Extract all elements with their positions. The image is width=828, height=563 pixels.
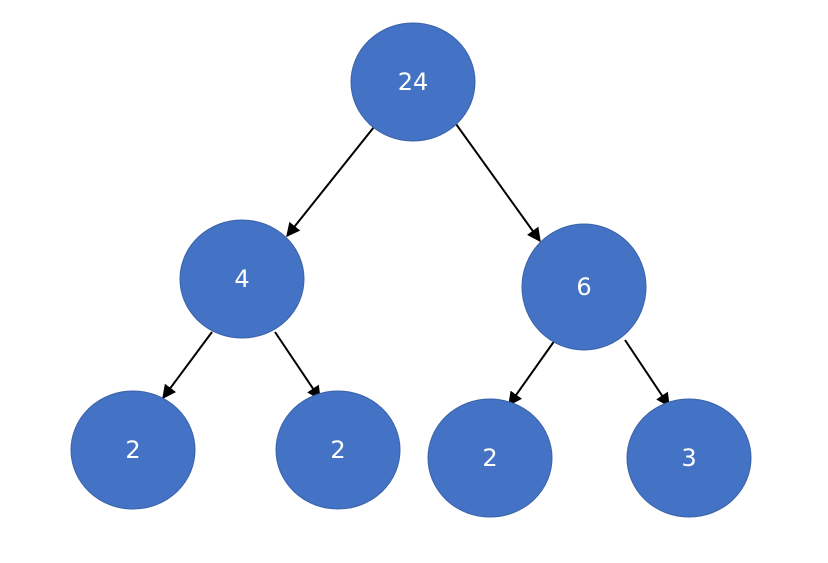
node-right: 6 — [521, 223, 647, 351]
edge-root-left — [286, 126, 375, 238]
node-right-circle — [521, 223, 647, 351]
node-right-right-label: 3 — [681, 444, 696, 472]
node-right-label: 6 — [576, 273, 591, 301]
edge-left-lr — [274, 331, 321, 401]
edges — [162, 123, 670, 408]
node-right-right: 3 — [626, 398, 752, 518]
node-left-left: 2 — [70, 390, 196, 510]
node-left: 4 — [179, 219, 305, 339]
node-left-right-circle — [275, 390, 401, 510]
node-right-left: 2 — [427, 398, 553, 518]
node-right-right-circle — [626, 398, 752, 518]
node-left-right: 2 — [275, 390, 401, 510]
node-root-circle — [350, 22, 476, 142]
node-left-label: 4 — [234, 265, 249, 293]
edge-left-ll — [162, 331, 213, 400]
node-left-left-label: 2 — [125, 436, 140, 464]
node-right-left-circle — [427, 398, 553, 518]
node-left-circle — [179, 219, 305, 339]
node-root-label: 24 — [398, 68, 429, 96]
edge-right-rl — [508, 339, 556, 407]
node-right-left-label: 2 — [482, 444, 497, 472]
node-left-right-label: 2 — [330, 436, 345, 464]
edge-right-rr — [624, 339, 670, 408]
edge-root-right — [455, 123, 541, 243]
node-left-left-circle — [70, 390, 196, 510]
node-root: 24 — [350, 22, 476, 142]
